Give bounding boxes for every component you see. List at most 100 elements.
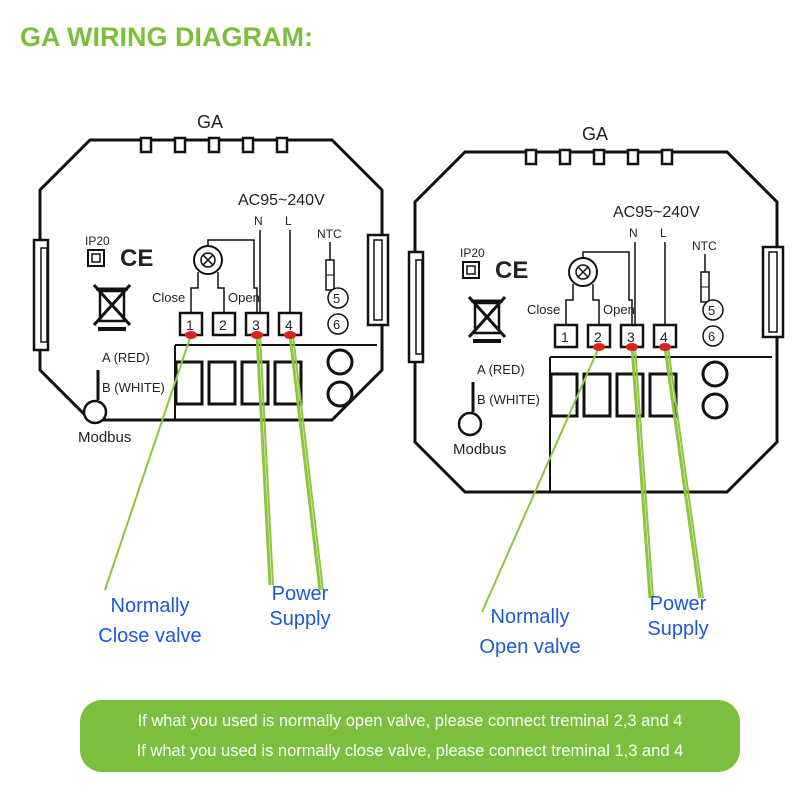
ce-mark: CE [120, 245, 153, 272]
screw-slot-2 [207, 360, 237, 406]
ntc-terminal-label-6: 6 [333, 317, 340, 332]
ntc-terminal-5 [327, 287, 349, 309]
top-pin [207, 136, 221, 154]
terminal-label-4: 4 [660, 329, 668, 345]
weee-bin-icon [467, 295, 507, 343]
note-box: If what you used is normally open valve,… [80, 700, 740, 772]
valve-motor-x2 [202, 254, 214, 266]
bin-cross-b [467, 295, 507, 339]
modbus-label: Modbus [453, 441, 506, 458]
bin-bar [473, 339, 501, 343]
ntc-terminal-label-5: 5 [333, 291, 340, 306]
valve-wire-common [207, 239, 258, 313]
valve-wire-close [190, 272, 199, 313]
power-callout-line: Power [650, 593, 707, 615]
screw-slot-2 [582, 372, 612, 418]
green-wire-1 [104, 334, 192, 591]
n-label: N [254, 214, 263, 228]
model-label: GA [582, 124, 608, 144]
round-slot-1 [701, 360, 729, 388]
terminal-label-2: 2 [594, 329, 602, 345]
modbus-connector [457, 411, 483, 437]
top-pin [558, 148, 572, 166]
contact-dot-3 [251, 331, 263, 339]
valve-motor-inner [200, 252, 216, 268]
green-wire-double-3 [634, 346, 654, 599]
top-pin [626, 148, 640, 166]
contact-dot-4 [659, 343, 671, 351]
modbus-b-label: B (WHITE) [102, 380, 165, 395]
power-callout-line: Supply [647, 618, 708, 640]
valve-callout-line: Open valve [479, 636, 580, 658]
power-callout-line: Power [272, 583, 329, 605]
note-open-valve: If what you used is normally open valve,… [137, 712, 683, 730]
ntc-terminal-6 [702, 325, 724, 347]
ntc-terminal-5 [702, 299, 724, 321]
top-pin [241, 136, 255, 154]
ntc-terminal-label-6: 6 [708, 329, 715, 344]
right-latch [761, 245, 785, 339]
open-label: Open [228, 290, 260, 305]
valve-wire-open [592, 284, 600, 325]
green-wire-double-4 [667, 346, 704, 599]
ip20-label: IP20 [460, 246, 485, 260]
valve-callout-line: Normally [491, 606, 570, 628]
contact-dot-4 [284, 331, 296, 339]
green-wire-2 [481, 346, 600, 613]
modbus-label: Modbus [78, 429, 131, 446]
valve-motor-inner [575, 264, 591, 280]
ntc-terminal-label-5: 5 [708, 303, 715, 318]
top-pin [173, 136, 187, 154]
model-label: GA [197, 112, 223, 132]
green-wire-double-4 [292, 334, 324, 591]
left-latch-inner [415, 259, 423, 355]
top-pin [660, 148, 674, 166]
contact-dot-1 [185, 331, 197, 339]
valve-wire-common [582, 251, 633, 325]
terminal-label-3: 3 [252, 317, 260, 333]
ntc-label: NTC [692, 239, 717, 253]
bin-bar [98, 327, 126, 331]
top-pin [524, 148, 538, 166]
valve-motor-x2 [577, 266, 589, 278]
terminal-label-4: 4 [285, 317, 293, 333]
top-pin [275, 136, 289, 154]
ac-voltage-label: AC95~240V [613, 204, 700, 221]
screw-slot-1 [549, 372, 579, 418]
ce-mark: CE [495, 257, 528, 284]
contact-dot-2 [593, 343, 605, 351]
round-slot-2 [701, 392, 729, 420]
top-pin [592, 148, 606, 166]
modbus-a-label: A (RED) [477, 362, 525, 377]
bin-body [473, 301, 501, 335]
round-slot-1 [326, 348, 354, 376]
terminal-label-1: 1 [186, 317, 194, 333]
modbus-a-label: A (RED) [102, 350, 150, 365]
valve-callout-line: Normally [111, 595, 190, 617]
green-wire-double-3 [259, 334, 274, 586]
ip20-box-inner [466, 265, 476, 275]
ip20-box [462, 261, 480, 279]
ip20-box-inner [91, 253, 101, 263]
terminal-label-3: 3 [627, 329, 635, 345]
close-label: Close [152, 290, 185, 305]
power-callout-line: Supply [269, 608, 330, 630]
ac-voltage-label: AC95~240V [238, 192, 325, 209]
open-label: Open [603, 302, 635, 317]
close-label: Close [527, 302, 560, 317]
green-wire-3 [255, 334, 272, 586]
terminal-label-2: 2 [219, 317, 227, 333]
weee-bin-icon [92, 283, 132, 331]
green-wire-4 [288, 334, 322, 591]
contact-dot-3 [626, 343, 638, 351]
valve-callout-line: Close valve [98, 625, 201, 647]
green-wire-3 [630, 346, 652, 599]
valve-wire-close [565, 284, 574, 325]
